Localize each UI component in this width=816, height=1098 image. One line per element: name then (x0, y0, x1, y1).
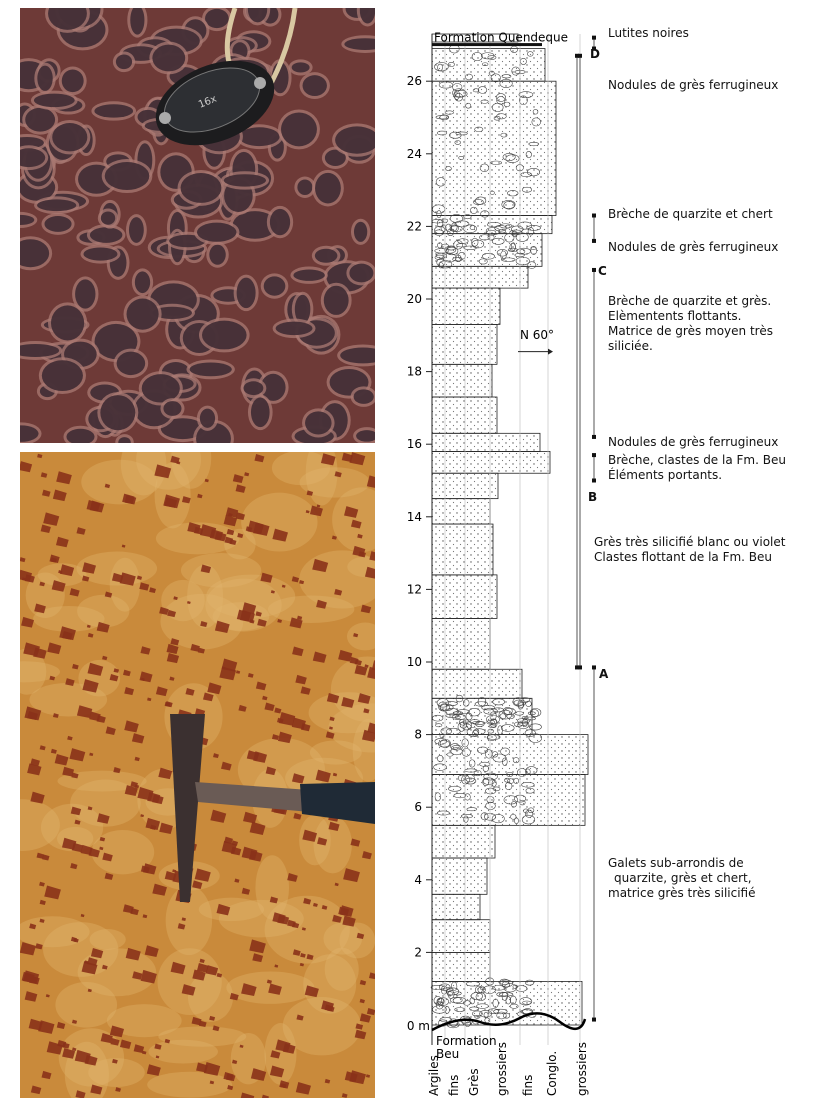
bed-18 (432, 364, 492, 397)
depth-label-16: 16 (407, 437, 422, 451)
bed-15 (432, 451, 550, 473)
zone-d: D (590, 47, 600, 61)
zone-bracket-top-1 (575, 54, 579, 58)
zone-bracket-bottom-3 (592, 479, 596, 483)
annotation-lutites: Lutites noires (608, 26, 689, 41)
zone-b: B (588, 490, 597, 504)
grain-size-label-1: fins (447, 1075, 461, 1096)
bed-10 (432, 618, 490, 669)
annotation-nodules-2: Nodules de grès ferrugineux (608, 240, 778, 255)
depth-label-8: 8 (414, 728, 422, 742)
bed-24 (432, 81, 556, 215)
bed-21 (432, 266, 528, 288)
zone-c: C (598, 264, 607, 278)
bed-11 (432, 575, 497, 619)
depth-label-18: 18 (407, 365, 422, 379)
depth-label-14: 14 (407, 510, 422, 524)
bed-5 (432, 825, 495, 858)
grain-size-label-4: fins (521, 1075, 535, 1096)
bed-3 (432, 894, 480, 919)
bed-16 (432, 433, 540, 451)
zone-bracket-top-2 (592, 665, 596, 669)
bed-1 (432, 952, 490, 981)
zone-a: A (599, 667, 608, 681)
paleocurrent-arrowhead (548, 349, 553, 355)
depth-label-26: 26 (407, 74, 422, 88)
annotation-breche-beu: Brèche, clastes de la Fm. Beu Éléments p… (608, 453, 786, 483)
top-formation-label: Formation Quendeque (434, 30, 568, 44)
bed-25 (432, 49, 545, 82)
base-formation-label-1: Formation (436, 1034, 497, 1048)
grain-size-label-5: Conglo. (545, 1051, 559, 1096)
zone-bracket-bottom-2 (592, 1018, 596, 1022)
grain-size-label-2: Grès (467, 1068, 481, 1096)
depth-label-22: 22 (407, 219, 422, 233)
bed-19 (432, 324, 497, 364)
depth-label-24: 24 (407, 147, 422, 161)
annotation-galets: Galets sub-arrondis de quarzite, grès et… (608, 856, 756, 901)
bed-9 (432, 669, 522, 698)
annotation-nodules-3: Nodules de grès ferrugineux (608, 435, 778, 450)
zone-bracket-top-5 (592, 214, 596, 218)
grain-size-label-6: grossiers (575, 1042, 589, 1096)
zone-bracket-top-4 (592, 268, 596, 272)
bed-2 (432, 920, 490, 953)
depth-label-20: 20 (407, 292, 422, 306)
depth-zero-label: 0 m (407, 1019, 430, 1033)
annotation-gres: Grès très silicifié blanc ou violet Clas… (594, 535, 785, 565)
grain-size-label-0: Argiles (427, 1055, 441, 1096)
depth-label-6: 6 (414, 800, 422, 814)
paleocurrent-label: N 60° (520, 328, 554, 342)
zone-bracket-top-6 (592, 36, 596, 40)
annotation-nodules-1: Nodules de grès ferrugineux (608, 78, 778, 93)
bed-12 (432, 524, 493, 575)
depth-label-2: 2 (414, 945, 422, 959)
zone-bracket-bottom-5 (592, 239, 596, 243)
bed-17 (432, 397, 497, 433)
bed-4 (432, 858, 487, 894)
bed-13 (432, 499, 490, 524)
grain-size-label-3: grossiers (495, 1042, 509, 1096)
depth-label-4: 4 (414, 873, 422, 887)
depth-label-12: 12 (407, 582, 422, 596)
zone-bracket-top-3 (592, 453, 596, 457)
zone-bracket-bottom-4 (592, 435, 596, 439)
depth-label-10: 10 (407, 655, 422, 669)
zone-bracket-bottom-1 (575, 665, 579, 669)
annotation-breche-chert: Brèche de quarzite et chert (608, 207, 773, 222)
annotation-breche-gres: Brèche de quarzite et grès. Elèmentents … (608, 294, 773, 354)
